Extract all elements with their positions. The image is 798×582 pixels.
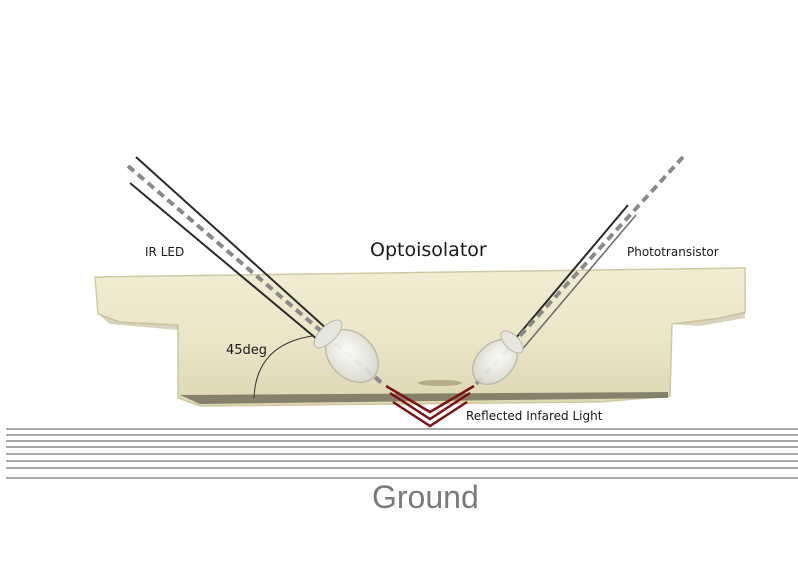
phototransistor-label: Phototransistor (627, 245, 719, 259)
ground-label: Ground (372, 479, 479, 515)
reflected-light-rays (385, 384, 475, 428)
phototransistor-body (471, 330, 524, 386)
angle-arc (253, 335, 313, 399)
ir-led-leads (129, 156, 329, 341)
ir-led-label: IR LED (145, 245, 185, 259)
ground-lines (6, 428, 798, 479)
ir-led-body (313, 319, 380, 384)
optoisolator-housing (94, 267, 746, 407)
diagram-title: Optoisolator (370, 239, 487, 261)
angle-label: 45deg (226, 343, 268, 358)
phototransistor-leads (509, 204, 637, 353)
reflected-light-label: Reflected Infared Light (466, 409, 603, 423)
